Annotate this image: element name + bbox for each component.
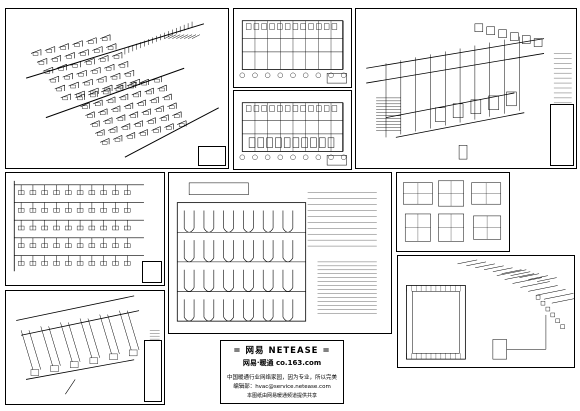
title-block	[550, 104, 574, 166]
title-block	[198, 146, 226, 166]
isometric-piping-drawing-1	[25, 21, 219, 158]
brand-subtitle: 网易·暖通 co.163.com	[242, 359, 322, 367]
floor-plan-drawing-2	[239, 102, 347, 166]
netease-brand-box: = 网易 NETEASE = 网易·暖通 co.163.com 中国暖通行业网络…	[220, 340, 344, 404]
title-block	[142, 261, 162, 283]
isometric-piping-drawing-2	[16, 295, 160, 399]
isometric-system-drawing	[366, 23, 572, 160]
sheet-floor-plan-2[interactable]	[233, 90, 352, 170]
brand-email: 编辑部：hvac@service.netease.com	[233, 384, 331, 390]
sheet-isometric-piping-1[interactable]	[5, 8, 229, 169]
brand-slogan: 中国暖通行业网络家园，因为专业，所以完美	[226, 375, 337, 381]
schematic-drawing-1	[13, 180, 144, 272]
floor-plan-drawing-1	[239, 20, 347, 84]
title-block	[144, 340, 162, 402]
sheet-details[interactable]	[396, 172, 510, 252]
plan-isometric-drawing	[406, 259, 574, 360]
details-drawing	[403, 180, 502, 242]
brand-note: 本图纸由网易暖通频道提供共享	[246, 393, 317, 399]
sheet-isometric-system[interactable]	[355, 8, 577, 169]
sheet-plan-isometric[interactable]	[397, 255, 575, 368]
riser-diagram-drawing	[176, 182, 377, 322]
sheet-schematic-1[interactable]	[5, 172, 165, 286]
sheet-floor-plan-1[interactable]	[233, 8, 352, 88]
sheet-riser-diagram[interactable]	[168, 172, 392, 334]
brand-title: = 网易 NETEASE =	[233, 346, 331, 356]
sheet-isometric-piping-2[interactable]	[5, 290, 165, 405]
